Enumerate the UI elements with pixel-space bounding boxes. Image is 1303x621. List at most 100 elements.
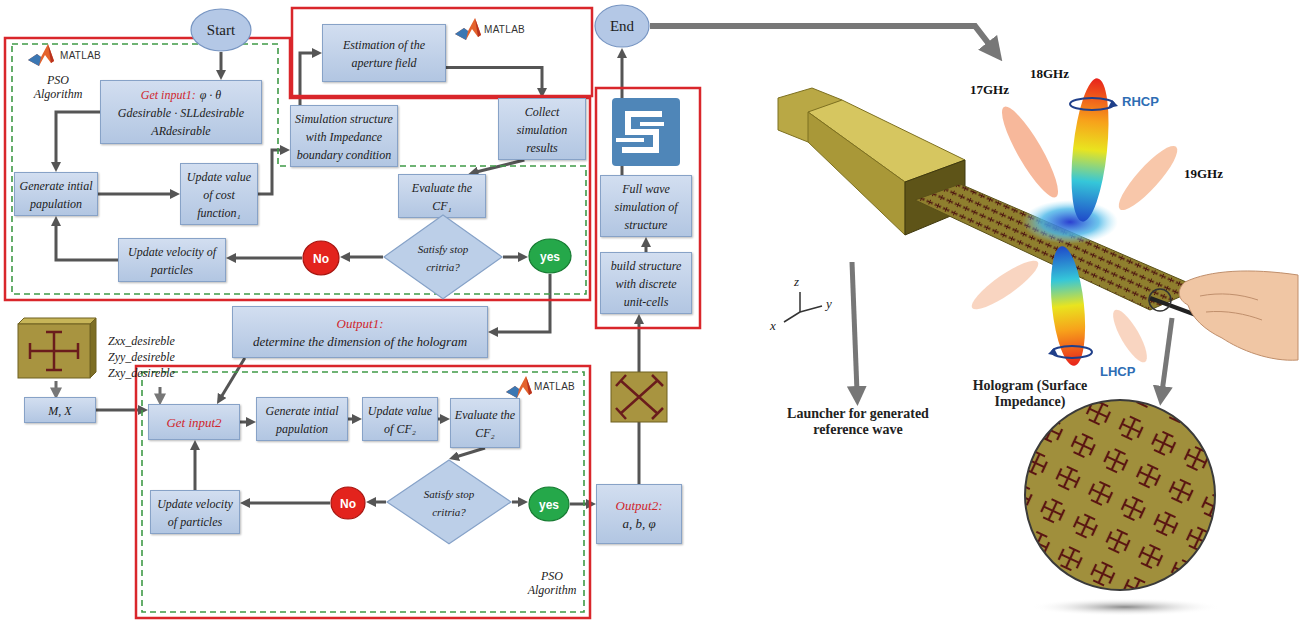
text-row: Output1: bbox=[253, 314, 467, 332]
process-box: Full wave simulation of structure bbox=[600, 175, 692, 237]
node-text: Get input2 bbox=[166, 415, 221, 430]
flow-arrow bbox=[56, 112, 100, 165]
text-row: Start bbox=[207, 21, 235, 39]
ellipse-shape bbox=[331, 487, 365, 519]
node-text: Update value of cost function₁ bbox=[187, 170, 251, 220]
matlab-logo-part bbox=[48, 44, 54, 63]
pointer-arrow-part bbox=[159, 387, 162, 397]
ellipse-shape bbox=[303, 241, 339, 275]
polarization-label: RHCP bbox=[1122, 94, 1159, 109]
group-title: PSO Algorithm bbox=[520, 570, 584, 598]
radiation-beams-part bbox=[1070, 98, 1114, 110]
flow-arrow bbox=[96, 409, 141, 412]
text-block: M, X bbox=[48, 401, 71, 419]
unit-cell-part bbox=[616, 375, 663, 419]
text-row: Gdesirable · SLLdesirable ARdesirable bbox=[104, 103, 258, 139]
node-text: M, X bbox=[48, 404, 71, 418]
node-text: build structure with discrete unit-cells bbox=[611, 259, 682, 309]
matlab-logo bbox=[455, 18, 481, 40]
axes bbox=[784, 292, 822, 322]
node-text: Simulation structure with Impedance boun… bbox=[295, 112, 393, 162]
radiation-beams-part bbox=[966, 254, 1043, 316]
flow-arrow bbox=[233, 257, 302, 260]
group-outline-part bbox=[142, 372, 584, 612]
text-row: Generate intial papulation bbox=[260, 401, 344, 437]
callout-label: Hologram (Surface Impedance) bbox=[965, 378, 1095, 410]
unit-cell bbox=[18, 318, 96, 378]
radiation-beams-part bbox=[1022, 200, 1118, 244]
node-text: Satisfy stop critria? bbox=[418, 243, 468, 273]
diamond-outline bbox=[386, 459, 512, 545]
ellipse-shape bbox=[529, 487, 569, 521]
flow-arrow bbox=[258, 150, 283, 194]
text-block: Simulation structure with Impedance boun… bbox=[294, 109, 394, 163]
output-box: Output1: determine the dimension of the h… bbox=[232, 306, 488, 358]
node-text: Evaluate the CF₂ bbox=[455, 408, 515, 440]
group-outline-part bbox=[5, 38, 590, 300]
node-text: No bbox=[340, 497, 356, 511]
group-outline-part bbox=[136, 366, 590, 618]
node-text: Output1: bbox=[337, 316, 384, 331]
node-text: φ · θ bbox=[200, 88, 222, 102]
text-block: No bbox=[340, 494, 356, 512]
flow-arrow bbox=[456, 448, 485, 457]
axis-label: y bbox=[826, 296, 832, 312]
text-row: Estimation of the aperture field bbox=[326, 35, 442, 71]
unit-cell-part bbox=[18, 318, 96, 324]
text-block: Evaluate the CF₂ bbox=[454, 405, 516, 441]
flow-arrow bbox=[98, 193, 173, 196]
text-block: Satisfy stop critria? bbox=[409, 239, 476, 275]
node-text: a, b, φ bbox=[622, 516, 655, 531]
flow-arrow bbox=[503, 256, 521, 259]
matlab-logo-part bbox=[455, 28, 468, 40]
cst-logo bbox=[612, 98, 680, 166]
text-block: Collect simulation results bbox=[502, 102, 582, 156]
input-box: M, X bbox=[24, 397, 96, 423]
no-circle: No bbox=[302, 240, 340, 276]
unit-cell-part bbox=[18, 324, 90, 378]
text-row: Full wave simulation of structure bbox=[604, 179, 688, 233]
cst-logo-part bbox=[616, 124, 664, 140]
impedance-label: Zyy_desireble bbox=[108, 350, 175, 365]
ellipse-shape bbox=[529, 239, 571, 273]
hand bbox=[1149, 271, 1298, 360]
text-block: No bbox=[313, 249, 329, 267]
horn-launcher-part bbox=[808, 112, 905, 235]
text-row: Update value of CF₂ bbox=[366, 401, 434, 437]
flow-arrow bbox=[194, 447, 197, 490]
radiation-beams-part bbox=[1046, 245, 1090, 368]
flow-arrow bbox=[645, 244, 648, 252]
axes-part bbox=[784, 292, 822, 322]
text-block: yes bbox=[539, 495, 559, 513]
radiation-beams-part bbox=[1112, 139, 1185, 216]
pointer-arrow-part bbox=[1162, 318, 1172, 392]
process-box: Update velocity of particles bbox=[150, 490, 240, 534]
process-box: Update velocity of particles bbox=[118, 238, 226, 282]
radiation-beams-part bbox=[1108, 100, 1118, 108]
pointer-arrow-part bbox=[55, 381, 58, 391]
text-block: Generate intial papulation bbox=[260, 401, 344, 437]
diamond-outline bbox=[383, 214, 503, 300]
process-box: Generate intial papulation bbox=[14, 172, 98, 216]
cst-logo-part bbox=[622, 114, 662, 150]
process-box: Collect simulation results bbox=[498, 98, 586, 160]
callout-label: Launcher for generated reference wave bbox=[778, 406, 938, 438]
group-outline-part bbox=[292, 8, 592, 96]
zoom-view-part bbox=[1030, 598, 1220, 616]
matlab-logo-part bbox=[28, 54, 41, 66]
unit-cell-part bbox=[611, 372, 667, 422]
hand-part bbox=[1179, 271, 1298, 360]
horn-launcher bbox=[778, 88, 965, 235]
unit-cell-part bbox=[90, 318, 96, 378]
node-text: Update velocity of particles bbox=[128, 245, 216, 277]
text-block: Get input1:φ · θGdesirable · SLLdesirabl… bbox=[104, 85, 258, 139]
matlab-logo bbox=[506, 376, 532, 398]
node-text: Update velocity of particles bbox=[157, 497, 233, 529]
matlab-logo-part bbox=[475, 18, 481, 37]
ellipse-shape bbox=[191, 9, 251, 51]
text-row: End bbox=[610, 17, 634, 35]
logo-text: MATLAB bbox=[60, 50, 101, 61]
text-row: determine the dimension of the hologram bbox=[253, 332, 467, 350]
node-text: determine the dimension of the hologram bbox=[253, 334, 467, 349]
flow-arrow bbox=[348, 418, 355, 421]
